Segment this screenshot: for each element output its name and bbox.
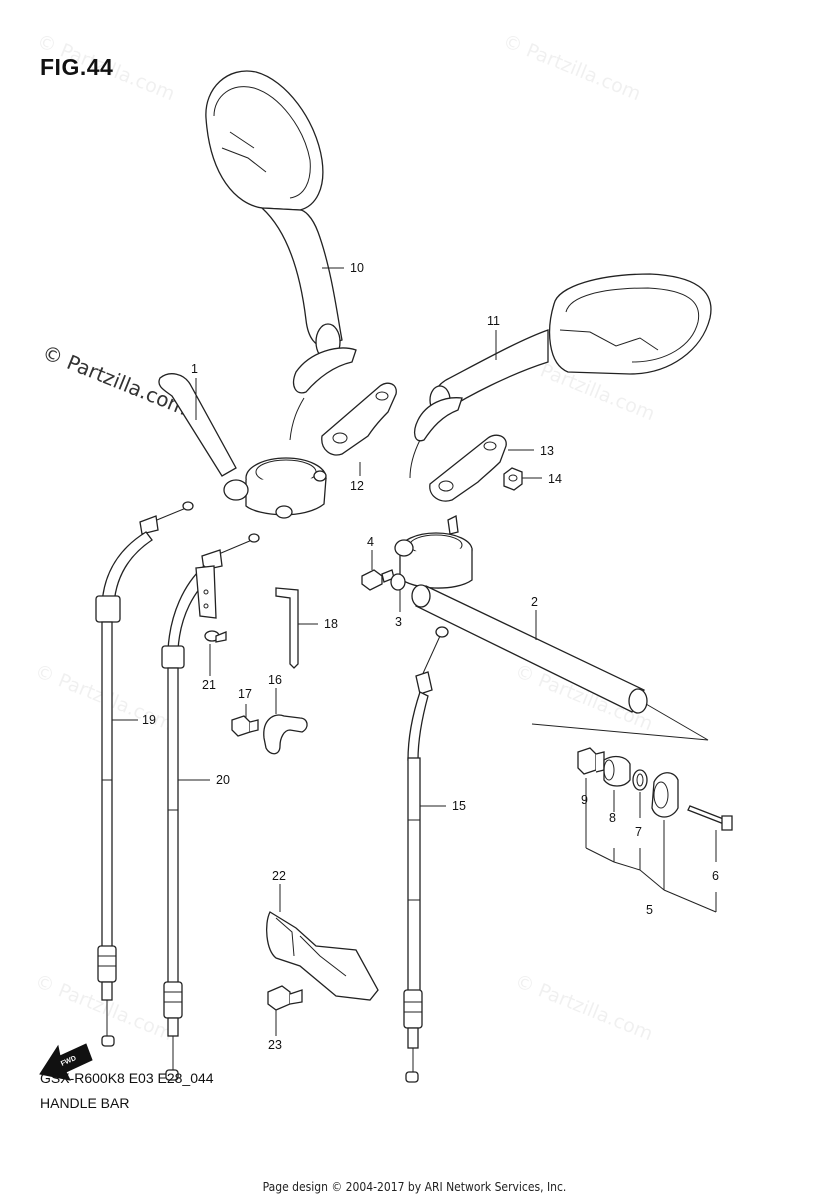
page-footer: Page design © 2004-2017 by ARI Network S…: [262, 1180, 567, 1194]
mirror-left[interactable]: [205, 70, 357, 441]
callout-18: 18: [324, 617, 338, 631]
bolt-4[interactable]: [361, 569, 395, 591]
callout-23: 23: [268, 1038, 282, 1052]
throttle-cable-19[interactable]: [95, 501, 194, 1047]
throttle-cable-20[interactable]: [161, 533, 260, 1081]
mirror-holder-12[interactable]: [321, 382, 397, 456]
callout-14: 14: [548, 472, 562, 486]
forward-direction-arrow: FWD: [39, 1043, 93, 1081]
figure-name: HANDLE BAR: [40, 1095, 130, 1111]
mirror-holder-13[interactable]: [429, 434, 507, 502]
figure-title: FIG.44: [40, 54, 114, 80]
callout-5: 5: [646, 903, 653, 917]
bolt-17[interactable]: [231, 715, 259, 737]
callout-4: 4: [367, 535, 374, 549]
screw-6[interactable]: [687, 805, 733, 831]
bracket-22[interactable]: [265, 911, 379, 1001]
callout-10: 10: [350, 261, 364, 275]
handlebar-left-1[interactable]: [158, 373, 327, 519]
callout-22: 22: [272, 869, 286, 883]
callout-3: 3: [395, 615, 402, 629]
mirror-right[interactable]: [409, 273, 712, 479]
callout-6: 6: [712, 869, 719, 883]
bolt-23[interactable]: [267, 985, 303, 1011]
weight-8[interactable]: [603, 755, 631, 787]
callout-19: 19: [142, 713, 156, 727]
leader-lines: [112, 267, 717, 1036]
screw-21[interactable]: [204, 630, 227, 643]
callout-20: 20: [216, 773, 230, 787]
cable-guide-18[interactable]: [275, 587, 299, 669]
nut-14[interactable]: [503, 467, 523, 491]
balancer-end-5[interactable]: [651, 772, 679, 818]
callout-11: 11: [487, 314, 500, 328]
handlebar-right-2[interactable]: [394, 515, 709, 741]
callout-labels: 1 2 3 4 5 6 7 8 9 10 11 12 13 14 15 16 1…: [142, 261, 719, 1052]
callout-16: 16: [268, 673, 282, 687]
callout-12: 12: [350, 479, 364, 493]
collar-7[interactable]: [632, 769, 648, 791]
callout-21: 21: [202, 678, 216, 692]
model-code: GSX-R600K8 E03 E28_044: [40, 1070, 214, 1086]
callout-15: 15: [452, 799, 466, 813]
callout-9: 9: [581, 793, 588, 807]
bolt-9[interactable]: [577, 747, 605, 775]
clutch-cable-15[interactable]: [403, 626, 449, 1083]
callout-7: 7: [635, 825, 642, 839]
callout-1: 1: [191, 362, 198, 376]
washer-3[interactable]: [390, 573, 406, 591]
callout-17: 17: [238, 687, 252, 701]
clip-16[interactable]: [263, 714, 308, 755]
callout-2: 2: [531, 595, 538, 609]
callout-13: 13: [540, 444, 554, 458]
callout-8: 8: [609, 811, 616, 825]
